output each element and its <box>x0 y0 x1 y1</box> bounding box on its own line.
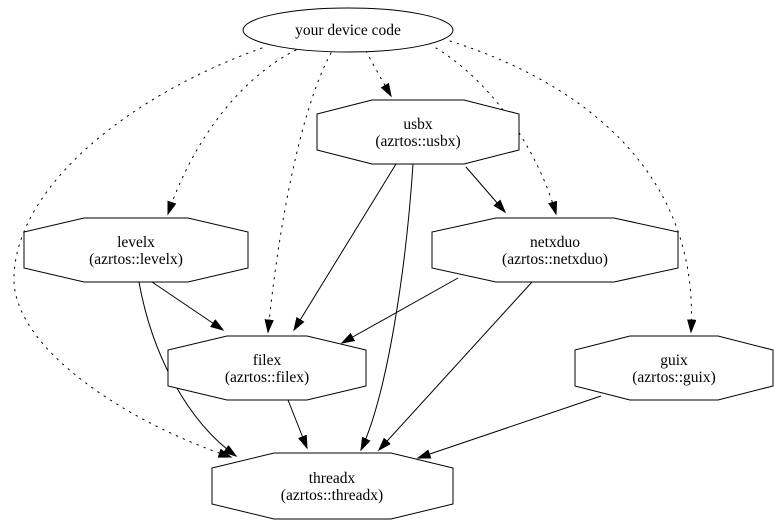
node-guix-package: (azrtos::guix) <box>632 369 716 386</box>
octagon-shape <box>211 452 454 520</box>
node-usbx: usbx (azrtos::usbx) <box>316 99 520 165</box>
edge-netxduo-filex <box>342 277 459 343</box>
edge-filex-threadx <box>287 399 307 448</box>
node-levelx-package: (azrtos::levelx) <box>89 251 183 268</box>
node-filex-name: filex <box>253 352 282 369</box>
edge-device-threadx <box>13 47 263 457</box>
edge-levelx-filex <box>151 281 223 330</box>
edge-usbx-filex <box>294 163 397 330</box>
node-netxduo: netxduo (azrtos::netxduo) <box>431 217 679 283</box>
node-usbx-package: (azrtos::usbx) <box>375 133 460 150</box>
edge-netxduo-threadx <box>379 281 533 450</box>
node-threadx-name: threadx <box>309 470 356 487</box>
node-levelx-name: levelx <box>117 234 155 251</box>
edge-usbx-netxduo <box>465 166 505 212</box>
node-usbx-name: usbx <box>403 116 433 133</box>
octagon-shape <box>167 335 367 401</box>
node-device-code: your device code <box>242 7 454 53</box>
edge-device-guix <box>449 40 692 332</box>
node-filex: filex (azrtos::filex) <box>167 335 367 401</box>
edge-group <box>13 40 692 458</box>
edge-device-levelx <box>168 49 297 214</box>
node-guix: guix (azrtos::guix) <box>574 335 774 401</box>
octagon-shape <box>23 217 249 283</box>
edge-device-usbx <box>365 50 391 96</box>
node-guix-name: guix <box>660 352 688 369</box>
octagon-shape <box>316 99 520 165</box>
ellipse-shape <box>242 7 454 53</box>
octagon-shape <box>574 335 774 401</box>
edge-guix-threadx <box>418 395 602 458</box>
node-levelx: levelx (azrtos::levelx) <box>23 217 249 283</box>
node-device-code-label: your device code <box>295 22 401 39</box>
node-netxduo-package: (azrtos::netxduo) <box>502 251 608 268</box>
node-filex-package: (azrtos::filex) <box>225 369 309 386</box>
edge-device-filex <box>268 52 332 332</box>
node-threadx: threadx (azrtos::threadx) <box>211 452 454 520</box>
node-netxduo-name: netxduo <box>530 234 580 251</box>
edge-usbx-threadx <box>361 163 414 450</box>
octagon-shape <box>431 217 679 283</box>
node-threadx-package: (azrtos::threadx) <box>281 487 383 504</box>
edge-device-netxduo <box>435 47 556 214</box>
